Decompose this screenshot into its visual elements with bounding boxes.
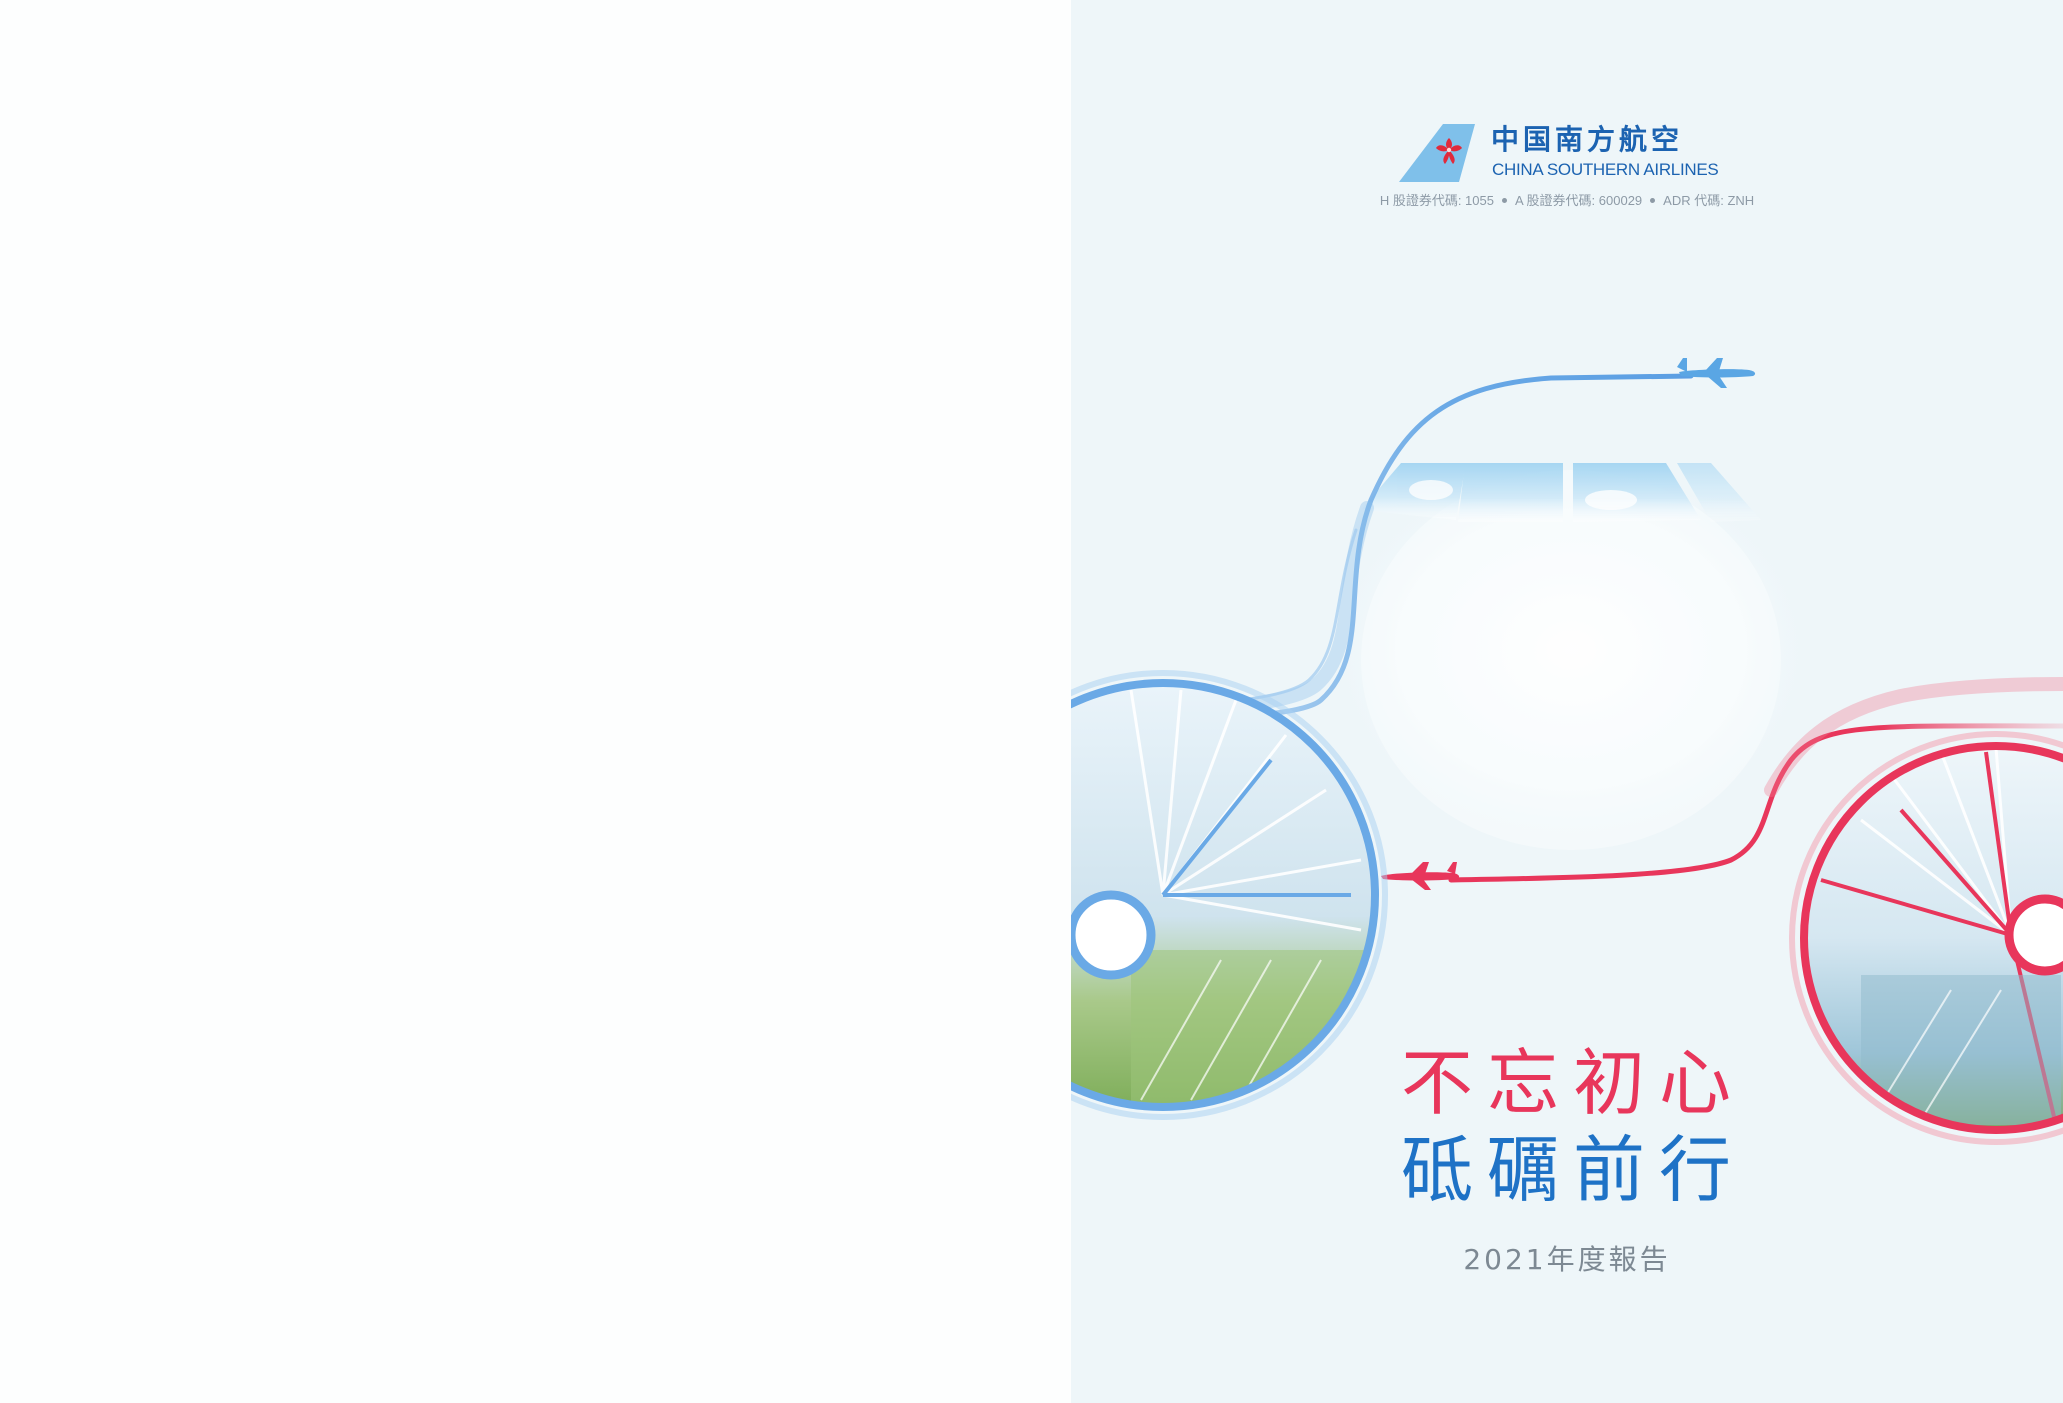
brand-logo: 中国南方航空 CHINA SOUTHERN AIRLINES — [1399, 124, 1779, 186]
aircraft-nose-glow — [1321, 450, 1821, 850]
brand-name-cn: 中国南方航空 — [1491, 123, 1684, 156]
slogan-line-2: 砥礪前行 — [1401, 1128, 1746, 1212]
stock-code-adr: ADR 代碼: ZNH — [1663, 193, 1755, 208]
jet-engine-icon — [1071, 670, 1388, 1120]
stock-code-a: A 股證券代碼: 600029 — [1514, 193, 1643, 208]
separator-dot — [1501, 198, 1507, 204]
cover-illustration — [1071, 358, 2063, 1145]
jet-engine-icon — [1789, 731, 2063, 1145]
blank-left-page — [0, 0, 1071, 1403]
airplane-blue-icon — [1677, 358, 1756, 388]
airplane-red-icon — [1381, 862, 1460, 890]
kapok-flower-tail-icon — [1399, 124, 1475, 182]
annual-report-cover: 中国南方航空 CHINA SOUTHERN AIRLINES H 股證券代碼: … — [1071, 0, 2063, 1403]
red-flight-ribbon — [1448, 677, 2063, 883]
report-title: 2021年度報告 — [1463, 1243, 1671, 1276]
cockpit-windows-icon — [1361, 463, 1761, 522]
separator-dot — [1650, 198, 1656, 204]
brand-name-en: CHINA SOUTHERN AIRLINES — [1492, 160, 1719, 179]
stock-codes: H 股證券代碼: 1055 A 股證券代碼: 600029 ADR 代碼: ZNH — [1071, 193, 2063, 209]
slogan-line-1: 不忘初心 — [1401, 1041, 1746, 1125]
stock-code-h: H 股證券代碼: 1055 — [1379, 193, 1494, 208]
